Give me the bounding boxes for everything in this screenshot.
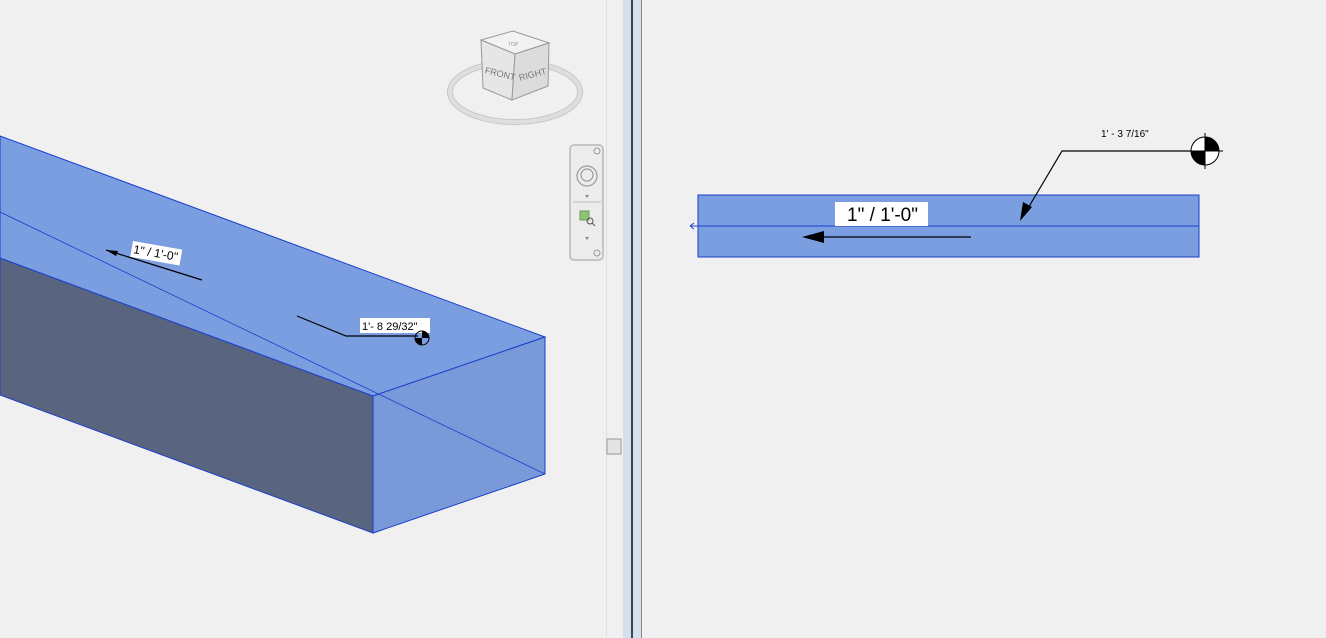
steering-wheel-icon[interactable] <box>576 165 598 187</box>
leader-arrowhead <box>1020 202 1032 221</box>
slope-arrowhead <box>802 231 824 243</box>
slope-tag-bg <box>130 241 183 266</box>
duct-centerline <box>0 211 546 475</box>
flow-arrow-icon <box>689 222 702 230</box>
slope-tag-bg <box>835 202 928 226</box>
navigation-bar[interactable] <box>569 144 604 261</box>
chevron-down-icon[interactable] <box>585 195 589 198</box>
elevation-leader <box>1023 150 1195 216</box>
slope-arrowhead <box>106 250 118 256</box>
collapse-icon[interactable] <box>593 249 601 257</box>
elevation-tag-bg <box>360 318 430 333</box>
chevron-down-icon[interactable] <box>585 237 589 240</box>
elevation-tag-3d[interactable]: 1'- 8 29/32" <box>362 321 418 333</box>
elevation-tag-plan[interactable]: 1' - 3 7/16" <box>1101 129 1149 140</box>
close-icon[interactable] <box>593 147 601 155</box>
spot-elevation-symbol-icon <box>414 330 430 346</box>
splitter-edge <box>641 0 642 638</box>
splitter-line <box>631 0 633 638</box>
zoom-region-icon[interactable] <box>579 210 596 227</box>
viewcube-top-label: TOP <box>508 42 519 48</box>
slope-tag-plan[interactable]: 1" / 1'-0" <box>847 205 918 226</box>
scrollbar-thumb[interactable] <box>606 438 622 455</box>
slope-arrow-line <box>105 249 203 281</box>
spot-elevation-symbol-icon <box>1187 133 1223 169</box>
viewcube-right[interactable] <box>511 42 550 101</box>
3d-view[interactable]: 1" / 1'-0" 1'- 8 29/32" FRONT RIGHT TOP <box>0 30 604 534</box>
elevation-leader <box>296 315 418 337</box>
plan-view[interactable]: 1" / 1'-0" 1' - 3 7/16" <box>689 129 1223 258</box>
viewcube[interactable]: FRONT RIGHT TOP <box>447 30 583 125</box>
